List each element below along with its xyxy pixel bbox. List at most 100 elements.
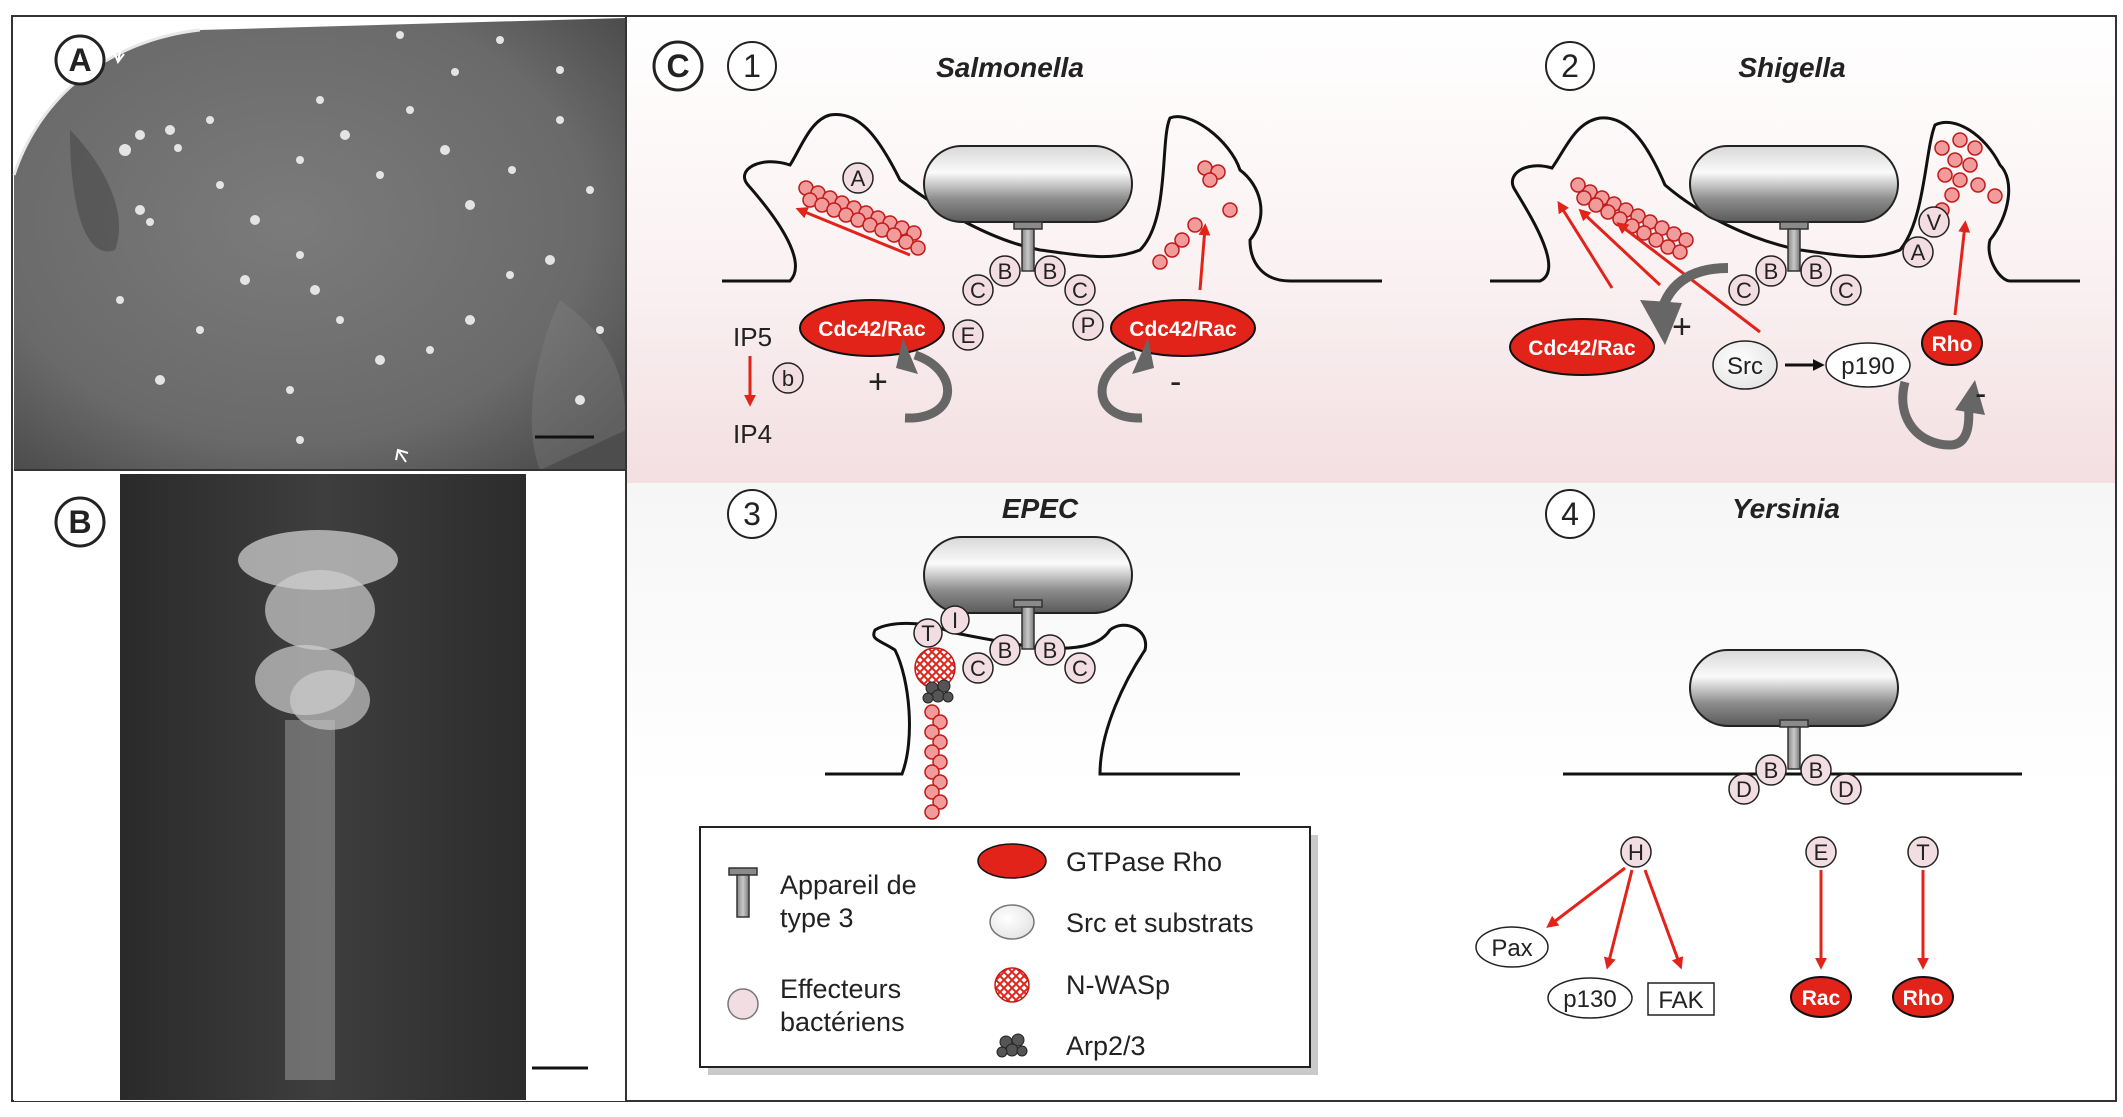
svg-text:C: C (1736, 278, 1752, 303)
yersinia-effector-e (1805, 836, 1837, 868)
svg-text:Cdc42/Rac: Cdc42/Rac (818, 318, 926, 341)
shigella-src (1712, 340, 1778, 390)
shigella-effector-c-left (1728, 274, 1760, 306)
salmonella-arrow-right (1198, 223, 1211, 291)
svg-text:C: C (1838, 278, 1854, 303)
panel-c-label: C (666, 48, 689, 84)
svg-text:C: C (1072, 656, 1088, 681)
salmonella-ip5: IP5 (733, 322, 772, 352)
h-fak-arrow (1643, 869, 1684, 970)
yersinia-effector-t (1907, 836, 1939, 868)
yersinia-rac (1790, 976, 1852, 1018)
yersinia-pax (1475, 926, 1549, 968)
salmonella-actin-right (1152, 160, 1238, 270)
svg-text:P: P (1081, 313, 1096, 338)
salmonella-minus: - (1170, 363, 1181, 401)
svg-text:A: A (1911, 240, 1926, 265)
panel-a-label: A (68, 42, 91, 78)
svg-text:I: I (952, 608, 958, 633)
shigella-effector-v (1918, 206, 1950, 238)
legend-nwasp: N-WASp (1066, 970, 1170, 1000)
scenario-3-badge (727, 489, 777, 539)
salmonella-bacterium (923, 145, 1133, 223)
yersinia-effector-d-left (1728, 773, 1760, 805)
legend-arp: Arp2/3 (1066, 1031, 1146, 1061)
salmonella-effector-c-left (962, 274, 994, 306)
salmonella-arrow-left (795, 207, 911, 257)
svg-text:Cdc42/Rac: Cdc42/Rac (1528, 337, 1636, 360)
shigella-effector-c-right (1830, 274, 1862, 306)
scenario-2-badge (1545, 41, 1595, 91)
svg-text:B: B (1043, 259, 1058, 284)
svg-text:Rho: Rho (1932, 333, 1973, 356)
shigella-p190 (1825, 342, 1911, 388)
shigella-minus: - (1975, 375, 1986, 413)
legend-effector-icon (727, 988, 759, 1020)
shigella-effector-a (1902, 236, 1934, 268)
scenario-4-badge (1545, 489, 1595, 539)
svg-text:Cdc42/Rac: Cdc42/Rac (1129, 318, 1237, 341)
epec-effector-t (913, 618, 943, 648)
bright-tip (238, 530, 398, 1080)
legend-gtpase-icon (977, 843, 1047, 879)
svg-text:A: A (851, 166, 866, 191)
salmonella-effector-b-small (772, 362, 804, 394)
legend-t3ss-line2: type 3 (780, 903, 854, 933)
salmonella-membrane (722, 112, 1382, 283)
scenario-1-number: 1 (743, 48, 761, 84)
svg-text:p190: p190 (1841, 353, 1894, 380)
svg-text:C: C (970, 278, 986, 303)
salmonella-plus: + (868, 363, 888, 401)
yersinia-effector-b-left (1755, 754, 1787, 786)
salmonella-diagram: A C B B C E P b Cdc42/Rac Cdc42/Rac (722, 112, 1382, 449)
scenario-4-title: Yersinia (1732, 493, 1840, 524)
salmonella-loop-right (1097, 350, 1143, 423)
panel-b-badge (54, 496, 106, 548)
shigella-gtpase-rho (1921, 320, 1983, 366)
shigella-diagram: C B B C A V Cdc42/Rac + Src p190 Rho (1490, 116, 2080, 450)
bacteria-particles (116, 31, 604, 444)
panel-c: C 1 Salmonella 2 Shigella 3 EPEC 4 Yersi… (625, 16, 2115, 1101)
svg-text:H: H (1628, 840, 1644, 865)
scenario-3-number: 3 (743, 496, 761, 532)
yersinia-effector-b-right (1800, 754, 1832, 786)
svg-text:B: B (998, 259, 1013, 284)
svg-text:B: B (998, 638, 1013, 663)
arrow-marker-top (113, 41, 125, 65)
panel-b: B (14, 469, 626, 1101)
svg-text:C: C (1072, 278, 1088, 303)
svg-text:B: B (1809, 758, 1824, 783)
shigella-gtpase-cdc42 (1509, 318, 1655, 376)
yersinia-fak (1647, 982, 1715, 1016)
salmonella-gtpase-left (799, 299, 945, 357)
epec-actin-pedestal (924, 704, 948, 820)
shigella-effector-b-left (1755, 255, 1787, 287)
legend-arp-icon (996, 1033, 1028, 1058)
epec-effector-b-right (1034, 634, 1066, 666)
arrow-marker-bottom (395, 448, 409, 463)
salmonella-effector-a (842, 162, 874, 194)
salmonella-actin-left (798, 180, 926, 256)
h-p130-arrow (1603, 869, 1634, 970)
legend-effectors-line2: bactériens (780, 1007, 905, 1037)
scenario-4-number: 4 (1561, 496, 1579, 532)
scenario-2-title: Shigella (1738, 52, 1845, 83)
shigella-loop-right (1898, 380, 1974, 450)
legend: Appareil de type 3 Effecteurs bactériens… (699, 826, 1318, 1075)
scenario-1-title: Salmonella (936, 52, 1084, 83)
yersinia-bacterium (1689, 649, 1899, 727)
svg-text:D: D (1838, 777, 1854, 802)
svg-text:T: T (921, 621, 934, 646)
shigella-bacterium (1689, 145, 1899, 223)
shigella-plus: + (1672, 308, 1692, 346)
salmonella-ip4: IP4 (733, 419, 772, 449)
epec-effector-c-left (962, 652, 994, 684)
svg-text:b: b (782, 366, 794, 391)
svg-text:B: B (1043, 638, 1058, 663)
panel-b-label: B (68, 504, 91, 540)
svg-text:Src: Src (1727, 353, 1763, 380)
legend-gtpase: GTPase Rho (1066, 847, 1222, 877)
salmonella-effector-e (952, 319, 984, 351)
yersinia-effector-h (1620, 836, 1652, 868)
salmonella-effector-p (1072, 309, 1104, 341)
